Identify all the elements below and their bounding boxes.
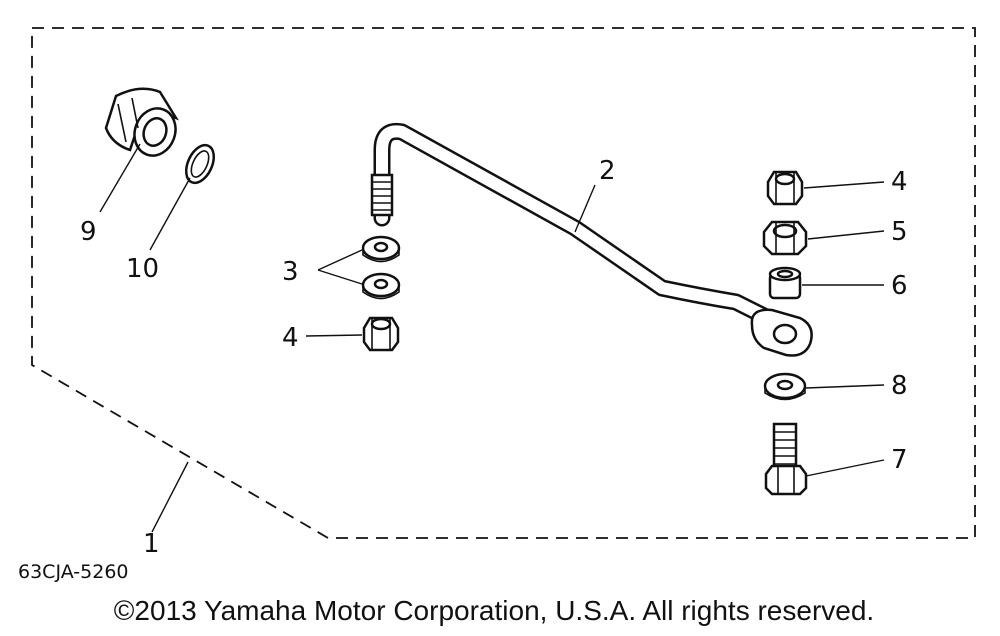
collar-part-6 <box>768 266 802 300</box>
callout-10: 10 <box>126 254 159 284</box>
callout-3: 3 <box>282 257 299 287</box>
washer-part-8 <box>763 372 807 401</box>
nut-part-5 <box>762 220 808 256</box>
o-ring-inner <box>190 150 210 178</box>
callout-4-left: 4 <box>282 323 299 353</box>
o-ring-part-10 <box>184 143 216 185</box>
nut-part-4-left <box>362 316 400 352</box>
callout-1: 1 <box>143 529 160 559</box>
washer-part-3-upper <box>361 235 401 263</box>
callout-4-right: 4 <box>891 167 908 197</box>
washer-part-3-lower <box>361 272 401 300</box>
kit-boundary <box>31 27 976 539</box>
leader-lines <box>99 143 885 533</box>
copyright-notice: ©2013 Yamaha Motor Corporation, U.S.A. A… <box>114 595 874 626</box>
callout-2: 2 <box>599 156 616 186</box>
link-rod-part-2 <box>370 122 813 357</box>
nut-part-4-right <box>766 170 804 206</box>
bushing-part-9 <box>104 87 179 157</box>
callout-9: 9 <box>80 217 97 247</box>
bolt-part-7 <box>764 422 808 496</box>
callout-6: 6 <box>891 271 908 301</box>
callout-5: 5 <box>891 217 908 247</box>
callout-7: 7 <box>891 445 908 475</box>
callout-8: 8 <box>891 371 908 401</box>
part-code: 63CJA-5260 <box>18 561 129 583</box>
